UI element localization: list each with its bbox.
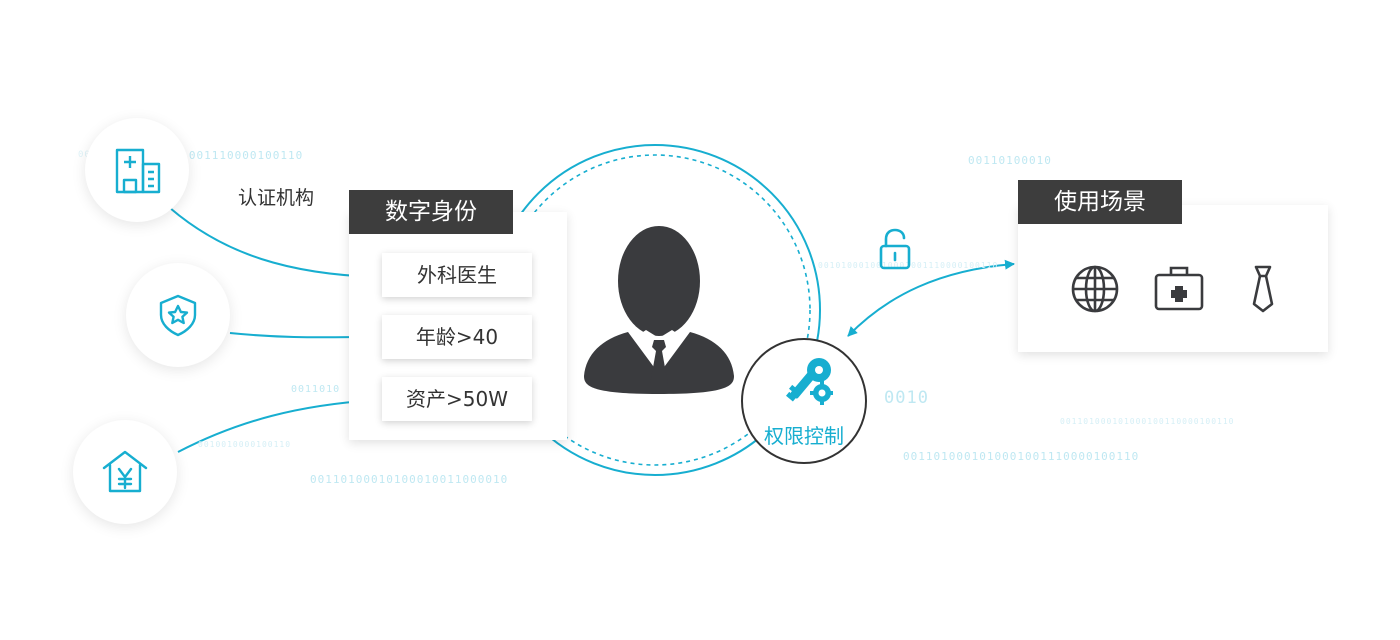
binary-text: 001001110000100110: [166, 149, 304, 162]
binary-text: 00110100010: [968, 154, 1052, 167]
bank-circle: [73, 420, 177, 524]
connector-line-bank: [177, 395, 377, 453]
hospital-icon: [115, 148, 161, 194]
binary-text: 0011010: [291, 384, 341, 395]
police-circle: [126, 263, 230, 367]
permission-control-label: 权限控制: [764, 424, 844, 448]
attribute-tag: 年龄>40: [382, 315, 532, 359]
identity-title: 数字身份: [349, 190, 513, 234]
tie-icon: [1252, 265, 1274, 313]
attribute-tag: 外科医生: [382, 253, 532, 297]
binary-text: 0011010001010001001110000100110: [903, 450, 1140, 463]
binary-text: 001101000101000100110000100110: [1060, 417, 1235, 426]
permission-scenario-arrow: [847, 259, 1015, 337]
permission-control-circle: 权限控制: [741, 338, 867, 464]
binary-text: 0010100010010001001110000100110: [818, 261, 999, 270]
institution-label: 认证机构: [238, 187, 315, 209]
person-icon: [584, 226, 734, 394]
binary-text: 0010: [884, 388, 929, 408]
scenario-card: [1018, 205, 1328, 352]
bank-yuan-icon: [102, 450, 148, 493]
unlock-icon: [879, 228, 911, 270]
attribute-tag: 资产>50W: [382, 377, 532, 421]
globe-icon: [1071, 265, 1119, 313]
institution-circle: [85, 118, 189, 222]
key-gear-icon: [786, 358, 833, 405]
binary-text: 0010010000100110: [198, 440, 292, 449]
shield-star-icon: [159, 294, 197, 337]
binary-text: 00110100010100010011000010: [310, 473, 509, 486]
scenario-title: 使用场景: [1018, 180, 1182, 224]
medical-kit-icon: [1154, 266, 1204, 311]
connector-line-institution: [169, 207, 377, 282]
